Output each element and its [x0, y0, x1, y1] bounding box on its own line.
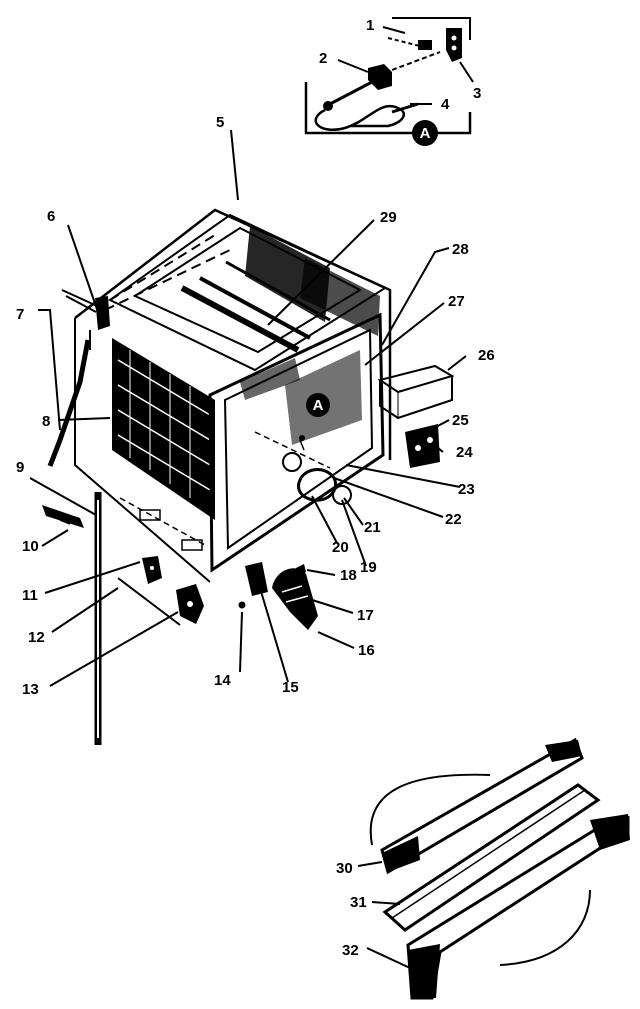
part-7-wire-harness [47, 330, 91, 467]
callout-21: 21 [364, 519, 381, 536]
part-19-23-light-assembly [282, 435, 352, 505]
callout-3: 3 [473, 85, 481, 102]
callout-20: 20 [332, 539, 349, 556]
callout-31: 31 [350, 894, 367, 911]
callout-6: 6 [47, 208, 55, 225]
callout-2: 2 [319, 50, 327, 67]
part-32-door-handle-frame [406, 814, 630, 1000]
part-1-screw [387, 37, 432, 50]
callout-23: 23 [458, 481, 475, 498]
callout-10: 10 [22, 538, 39, 555]
callout-9: 9 [16, 459, 24, 476]
callout-7: 7 [16, 306, 24, 323]
callout-5: 5 [216, 114, 224, 131]
callout-14: 14 [214, 672, 231, 689]
part-2-bracket [368, 51, 441, 90]
detail-marker-a [412, 120, 438, 146]
callout-22: 22 [445, 511, 462, 528]
callout-16: 16 [358, 642, 375, 659]
callout-15: 15 [282, 679, 299, 696]
callout-12: 12 [28, 629, 45, 646]
callout-17: 17 [357, 607, 374, 624]
cabinet-marker-a [306, 393, 330, 417]
callout-25: 25 [452, 412, 469, 429]
part-4-probe-wire [314, 80, 419, 131]
part-15-bracket [245, 562, 268, 596]
part-16-17-lamp-socket [272, 568, 318, 630]
callout-28: 28 [452, 241, 469, 258]
callout-29: 29 [380, 209, 397, 226]
callout-8: 8 [42, 413, 50, 430]
part-13-hinge [176, 584, 204, 624]
part-11-hinge-receiver [142, 556, 162, 584]
callout-24: 24 [456, 444, 473, 461]
oven-cabinet: A [74, 208, 392, 583]
callout-labels: 1 2 3 4 5 6 7 8 9 10 11 12 13 14 15 16 1… [16, 17, 495, 959]
part-31-trim-strip [382, 783, 601, 932]
part-8-insulation [112, 338, 215, 520]
callout-11: 11 [22, 587, 38, 604]
part-18-screw [296, 564, 306, 576]
callout-18: 18 [340, 567, 357, 584]
part-10-latch [42, 505, 84, 528]
part-14-screw [238, 601, 246, 609]
callout-27: 27 [448, 293, 465, 310]
callout-32: 32 [342, 942, 359, 959]
callout-26: 26 [478, 347, 495, 364]
detail-inset-a: A [304, 17, 472, 146]
callout-4: 4 [441, 96, 450, 113]
part-6-hinge-bracket [61, 289, 110, 330]
callout-30: 30 [336, 860, 353, 877]
callout-13: 13 [22, 681, 39, 698]
callout-19: 19 [360, 559, 377, 576]
callout-1: 1 [366, 17, 374, 34]
cabinet-marker-a-text: A [313, 397, 324, 414]
part-12-hinge-rod [117, 577, 181, 626]
part-3-clip [446, 28, 462, 62]
part-26-control-box [377, 364, 455, 420]
detail-marker-a-text: A [420, 125, 431, 142]
part-30-rail [380, 737, 584, 875]
leader-lines [29, 26, 474, 969]
part-24-25-switch [405, 424, 440, 468]
door-trim-group [369, 737, 630, 1000]
